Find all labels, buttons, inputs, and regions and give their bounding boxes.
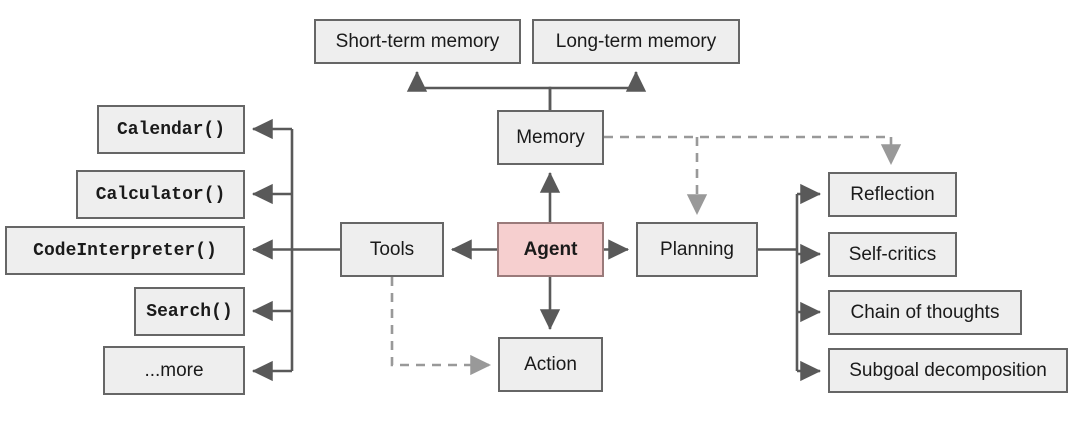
node-label: Action	[524, 354, 577, 375]
node-memory[interactable]: Memory	[497, 110, 604, 165]
edge-memory-to-long-term-memory	[548, 70, 647, 110]
node-calendar[interactable]: Calendar()	[97, 105, 245, 154]
node-planning[interactable]: Planning	[636, 222, 758, 277]
node-label: Short-term memory	[335, 31, 500, 52]
edge-tools-to-action-dashed	[390, 277, 492, 376]
node-label: Reflection	[850, 184, 935, 205]
node-label: Self-critics	[848, 244, 937, 265]
node-search[interactable]: Search()	[134, 287, 245, 336]
node-label: Search()	[146, 301, 233, 322]
node-short-term-memory[interactable]: Short-term memory	[314, 19, 521, 64]
edge-memory-to-short-term-memory	[406, 70, 552, 110]
node-label: Tools	[369, 239, 415, 260]
node-reflection[interactable]: Reflection	[828, 172, 957, 217]
node-label: Calendar()	[116, 119, 226, 140]
node-action[interactable]: Action	[498, 337, 603, 392]
node-long-term-memory[interactable]: Long-term memory	[532, 19, 740, 64]
node-code-interpreter[interactable]: CodeInterpreter()	[5, 226, 245, 275]
node-label: Subgoal decomposition	[849, 360, 1047, 381]
node-label: Planning	[660, 239, 734, 260]
node-label: Chain of thoughts	[850, 302, 1000, 323]
node-label: ...more	[144, 360, 204, 381]
node-label: Memory	[516, 127, 585, 148]
node-label: CodeInterpreter()	[33, 240, 217, 261]
node-agent[interactable]: Agent	[497, 222, 604, 277]
node-label: Calculator()	[95, 184, 226, 205]
node-tools[interactable]: Tools	[340, 222, 444, 277]
node-calculator[interactable]: Calculator()	[76, 170, 245, 219]
node-more[interactable]: ...more	[103, 346, 245, 395]
node-self-critics[interactable]: Self-critics	[828, 232, 957, 277]
node-label: Agent	[523, 239, 578, 260]
node-subgoal-decomposition[interactable]: Subgoal decomposition	[828, 348, 1068, 393]
node-chain-of-thoughts[interactable]: Chain of thoughts	[828, 290, 1022, 335]
node-label: Long-term memory	[555, 31, 717, 52]
